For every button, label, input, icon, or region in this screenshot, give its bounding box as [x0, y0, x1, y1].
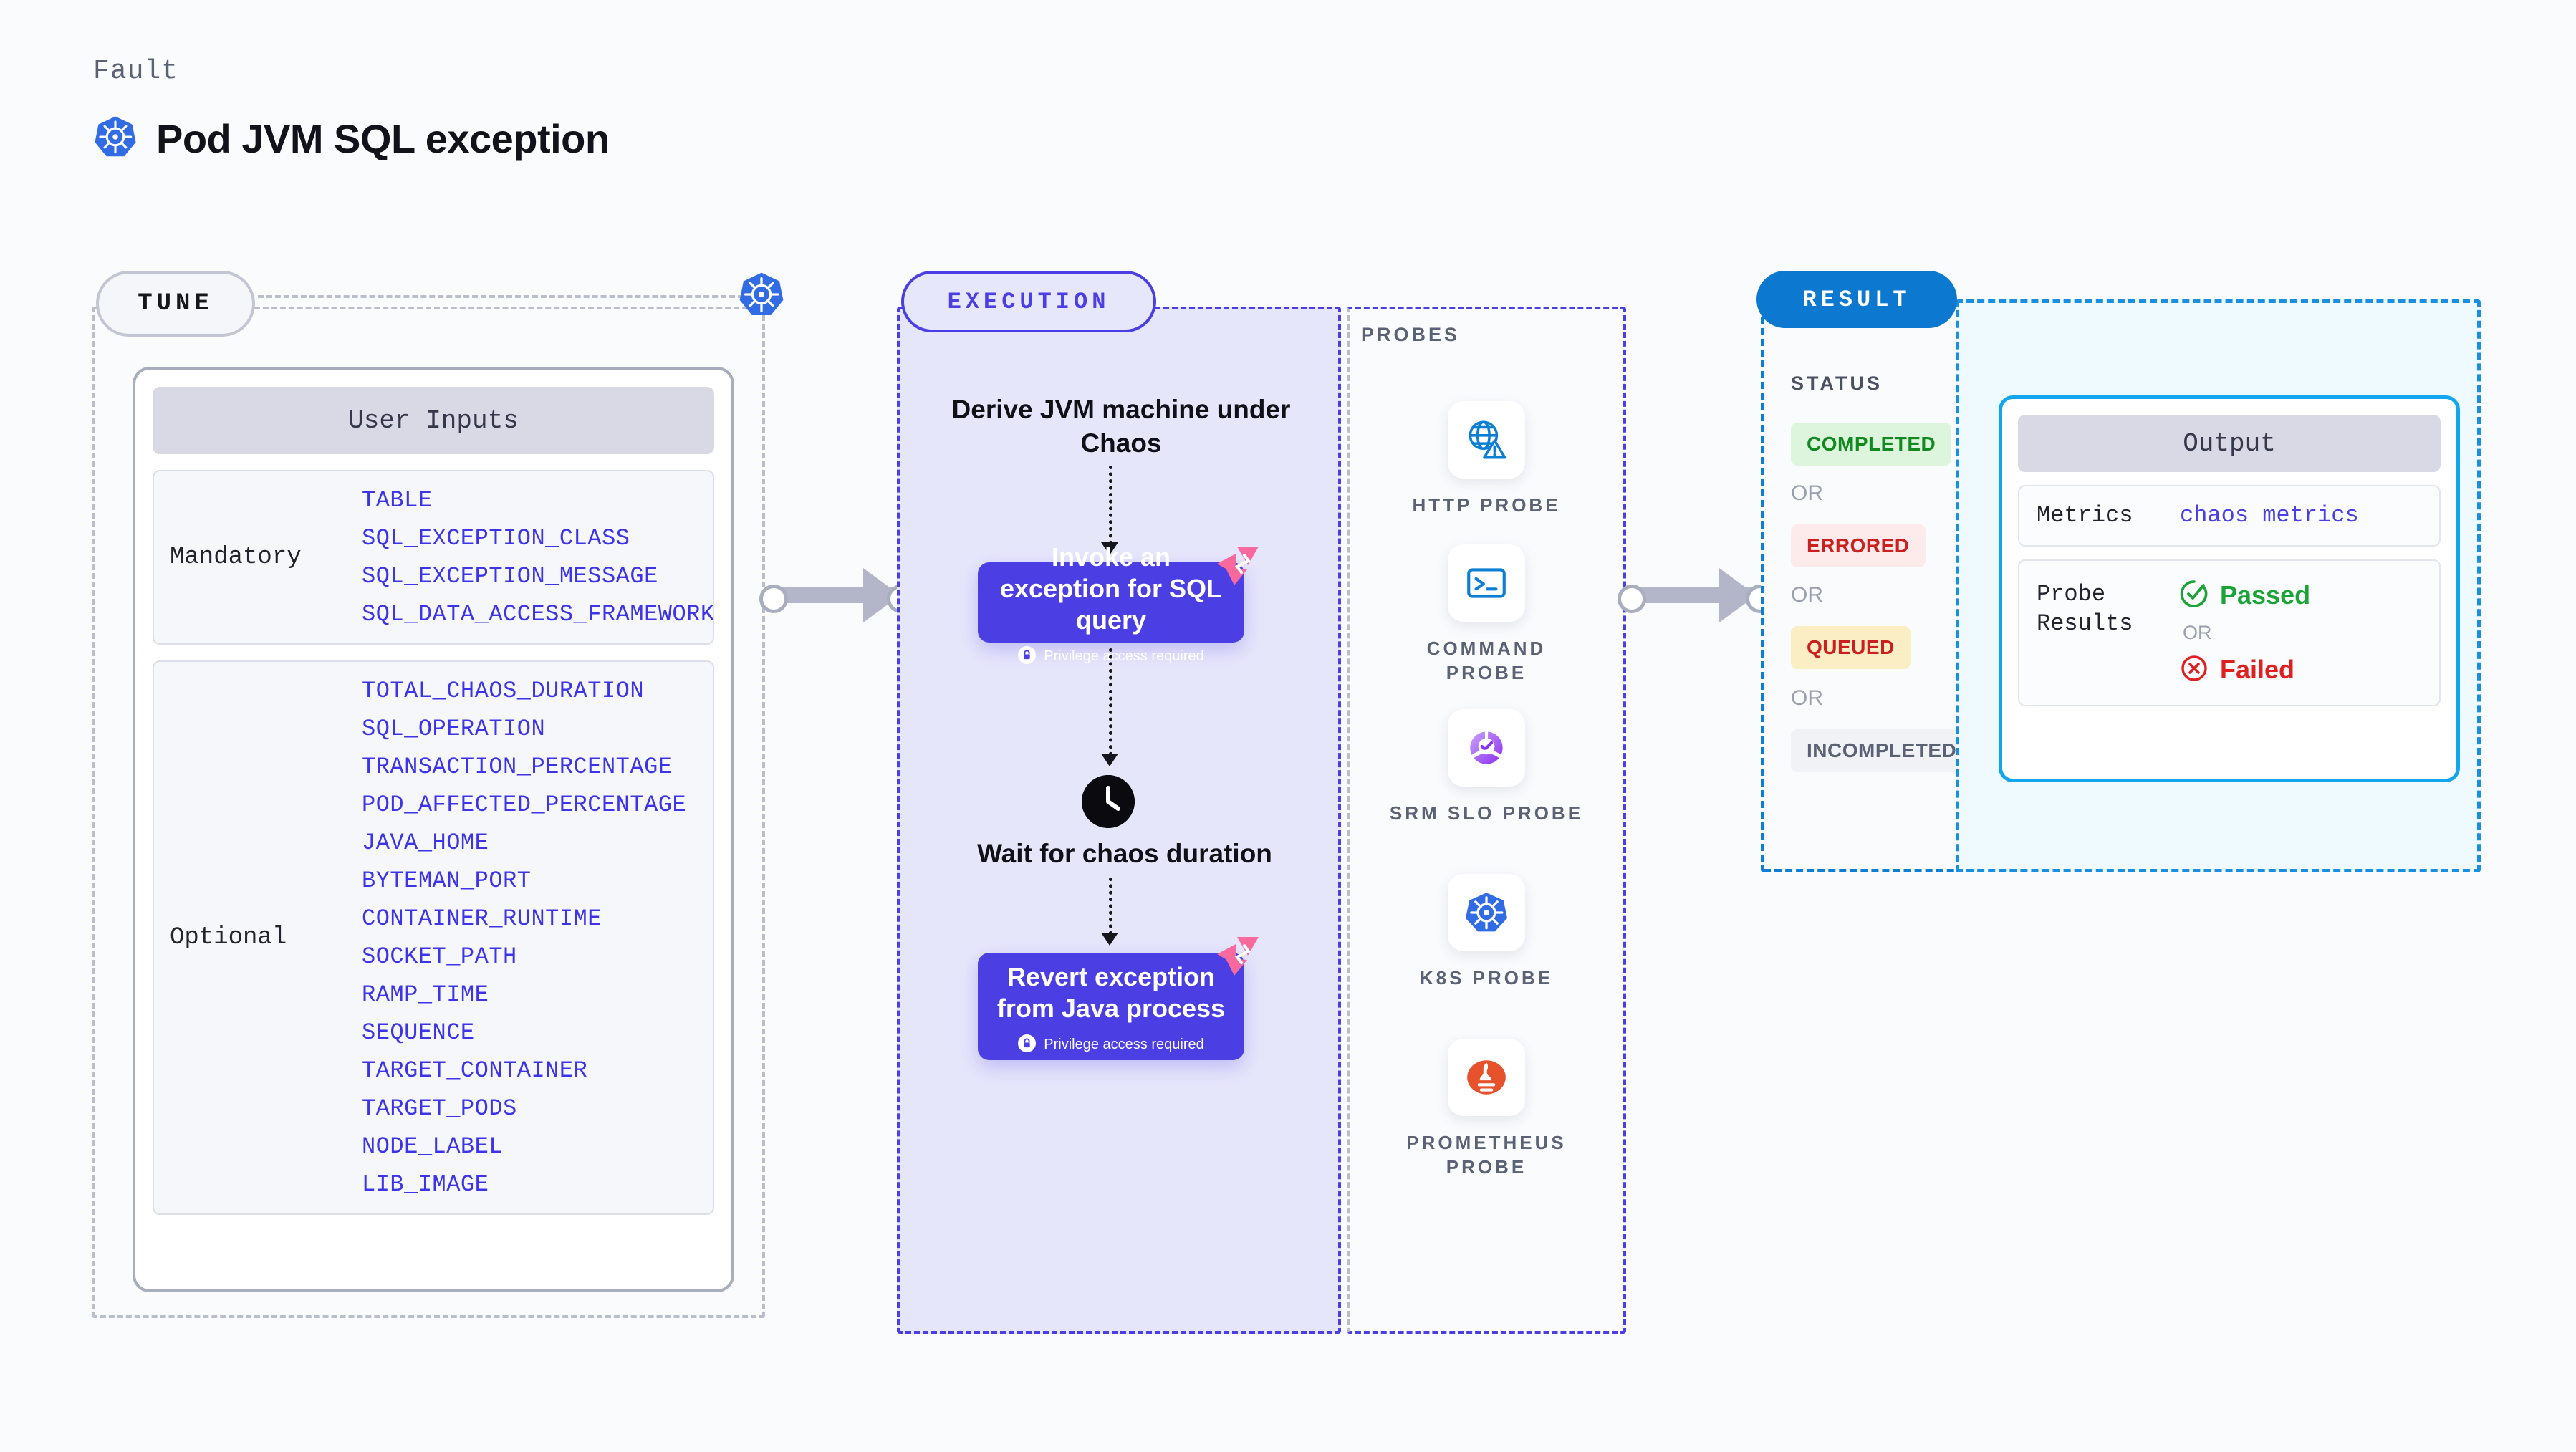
- list-item[interactable]: SOCKET_PATH: [362, 943, 517, 970]
- probe-k8s[interactable]: K8S PROBE: [1386, 874, 1587, 990]
- list-item[interactable]: LIB_IMAGE: [362, 1171, 489, 1198]
- list-item[interactable]: SQL_DATA_ACCESS_FRAMEWORK: [362, 601, 715, 628]
- flow-arrow-head: [1101, 754, 1118, 766]
- probe-command[interactable]: COMMAND PROBE: [1386, 544, 1587, 686]
- or-separator: OR: [1791, 481, 1823, 505]
- privilege-note: Privilege access required: [1044, 1037, 1204, 1053]
- optional-list: TOTAL_CHAOS_DURATION SQL_OPERATION TRANS…: [362, 678, 686, 1198]
- probes-label: PROBES: [1361, 324, 1461, 345]
- x-circle-icon: [2180, 654, 2209, 686]
- privilege-note-row: Privilege access required: [1018, 645, 1204, 668]
- probe-results-label: Probe Results: [2037, 580, 2133, 638]
- list-item[interactable]: SQL_EXCEPTION_CLASS: [362, 525, 630, 552]
- list-item[interactable]: TABLE: [362, 487, 433, 514]
- srm-slo-icon: [1448, 709, 1525, 787]
- metrics-label: Metrics: [2037, 502, 2133, 529]
- user-inputs-card: User Inputs Mandatory TABLE SQL_EXCEPTIO…: [133, 367, 734, 1292]
- connector-dot: [759, 585, 788, 613]
- revert-card-title: Revert exception from Java process: [996, 962, 1226, 1023]
- status-badge: INCOMPLETED: [1791, 729, 1973, 772]
- list-item[interactable]: SQL_EXCEPTION_MESSAGE: [362, 563, 658, 590]
- list-item[interactable]: TARGET_CONTAINER: [362, 1057, 588, 1084]
- optional-inputs-group: Optional TOTAL_CHAOS_DURATION SQL_OPERAT…: [153, 660, 714, 1215]
- invoke-exception-card[interactable]: Invoke an exception for SQL query Privil…: [978, 542, 1259, 664]
- fault-title-row: Pod JVM SQL exception: [93, 115, 610, 163]
- probe-prometheus[interactable]: PROMETHEUS PROBE: [1386, 1039, 1587, 1180]
- invoke-card-title: Invoke an exception for SQL query: [999, 542, 1223, 635]
- wait-step-title: Wait for chaos duration: [977, 839, 1272, 868]
- probe-result-passed: Passed: [2180, 580, 2310, 612]
- revert-exception-card[interactable]: Revert exception from Java process Privi…: [978, 937, 1259, 1060]
- or-separator: OR: [1791, 686, 1823, 710]
- tune-stage: [92, 307, 765, 1318]
- probe-results-row: Probe Results Passed OR: [2018, 559, 2441, 706]
- status-badge: ERRORED: [1791, 524, 1926, 567]
- mandatory-list: TABLE SQL_EXCEPTION_CLASS SQL_EXCEPTION_…: [362, 487, 715, 628]
- metrics-value[interactable]: chaos metrics: [2180, 502, 2359, 529]
- list-item[interactable]: CONTAINER_RUNTIME: [362, 905, 602, 932]
- mandatory-label: Mandatory: [170, 544, 302, 571]
- list-item[interactable]: TARGET_PODS: [362, 1095, 517, 1122]
- user-inputs-title: User Inputs: [153, 387, 714, 454]
- list-item[interactable]: NODE_LABEL: [362, 1133, 504, 1160]
- litmus-chaos-icon: [1216, 936, 1260, 977]
- probe-http[interactable]: HTTP PROBE: [1386, 401, 1587, 517]
- probe-result-failed: Failed: [2180, 654, 2310, 686]
- metrics-row: Metrics chaos metrics: [2018, 485, 2441, 547]
- fault-kicker: Fault: [93, 56, 179, 87]
- flow-arrow-head: [1101, 933, 1118, 946]
- check-circle-icon: [2180, 580, 2209, 612]
- output-card: Output Metrics chaos metrics Probe Resul…: [1999, 395, 2460, 782]
- flow-arrow-line: [1109, 648, 1112, 756]
- list-item[interactable]: TOTAL_CHAOS_DURATION: [362, 678, 645, 704]
- list-item[interactable]: RAMP_TIME: [362, 981, 489, 1008]
- result-stage-pill[interactable]: RESULT: [1756, 271, 1957, 328]
- probe-srm-slo[interactable]: SRM SLO PROBE: [1386, 709, 1587, 825]
- optional-label: Optional: [170, 924, 287, 951]
- list-item[interactable]: TRANSACTION_PERCENTAGE: [362, 754, 673, 780]
- probe-label: K8S PROBE: [1419, 967, 1554, 989]
- probe-results-values: Passed OR Failed: [2180, 580, 2310, 686]
- globe-warning-icon: [1448, 401, 1525, 479]
- lock-icon: [1018, 645, 1037, 668]
- failed-text: Failed: [2220, 655, 2295, 685]
- flow-arrow-line: [1109, 466, 1112, 544]
- privilege-note-row: Privilege access required: [1018, 1034, 1204, 1056]
- passed-text: Passed: [2220, 580, 2311, 610]
- or-separator: OR: [1791, 583, 1823, 607]
- execution-stage-pill[interactable]: EXECUTION: [901, 271, 1156, 332]
- status-badge: QUEUED: [1791, 626, 1911, 669]
- list-item[interactable]: SQL_OPERATION: [362, 716, 546, 742]
- output-title: Output: [2018, 415, 2441, 472]
- connector-dot: [1618, 585, 1646, 613]
- status-badge: COMPLETED: [1791, 423, 1952, 466]
- terminal-icon: [1448, 544, 1525, 622]
- list-item[interactable]: SEQUENCE: [362, 1019, 475, 1046]
- kubernetes-icon: [738, 271, 785, 322]
- probe-label: SRM SLO PROBE: [1389, 802, 1584, 824]
- clock-icon: [1082, 775, 1135, 828]
- list-item[interactable]: JAVA_HOME: [362, 830, 489, 856]
- probe-label: COMMAND PROBE: [1426, 638, 1547, 684]
- probe-label: PROMETHEUS PROBE: [1406, 1132, 1567, 1178]
- probe-label: HTTP PROBE: [1412, 494, 1561, 516]
- kubernetes-icon: [1448, 874, 1525, 951]
- prometheus-icon: [1448, 1039, 1525, 1116]
- status-label: STATUS: [1791, 372, 1883, 394]
- tune-connector-dash: [258, 295, 752, 298]
- page-title: Pod JVM SQL exception: [156, 116, 610, 161]
- or-separator: OR: [2183, 621, 2212, 643]
- list-item[interactable]: POD_AFFECTED_PERCENTAGE: [362, 792, 687, 818]
- execution-step-title: Derive JVM machine under Chaos: [951, 395, 1291, 458]
- list-item[interactable]: BYTEMAN_PORT: [362, 867, 532, 894]
- lock-icon: [1018, 1034, 1037, 1056]
- tune-stage-pill[interactable]: TUNE: [96, 271, 255, 337]
- flow-arrow-line: [1109, 878, 1112, 935]
- litmus-chaos-icon: [1216, 545, 1260, 587]
- kubernetes-icon: [93, 115, 138, 163]
- mandatory-inputs-group: Mandatory TABLE SQL_EXCEPTION_CLASS SQL_…: [153, 470, 714, 645]
- privilege-note: Privilege access required: [1044, 648, 1204, 665]
- flow-arrow-head: [1101, 542, 1118, 555]
